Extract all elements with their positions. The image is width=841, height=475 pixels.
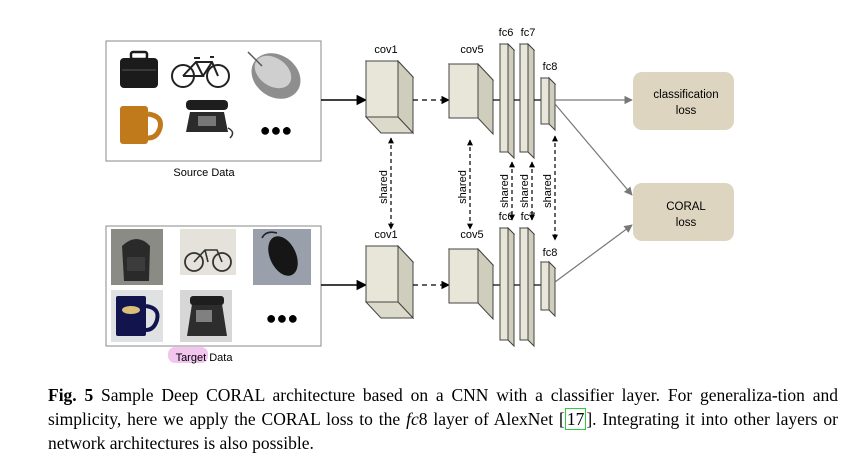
mouse-photo xyxy=(253,229,311,285)
target-cov1-block xyxy=(364,244,415,320)
source-fc6-label: fc6 xyxy=(499,27,514,39)
source-fc8-to-coral-arrow xyxy=(554,103,633,196)
mug-photo xyxy=(111,290,163,342)
target-ellipsis: ●●● xyxy=(266,308,299,328)
caption-text-2: layer of AlexNet xyxy=(427,409,559,429)
caption-text-3: . Integrating it into other layers or ne… xyxy=(48,409,839,453)
coral-loss-box: CORAL loss xyxy=(633,183,734,241)
svg-text:CORAL: CORAL xyxy=(666,201,706,213)
target-fc7-block xyxy=(518,226,536,348)
bicycle-photo xyxy=(180,229,236,275)
caption-label: Fig. 5 xyxy=(48,385,94,405)
svg-text:loss: loss xyxy=(676,217,697,229)
target-fc8-block xyxy=(539,260,557,318)
target-highlight xyxy=(168,347,208,363)
source-data-panel: ●●● xyxy=(105,40,322,162)
mug-icon xyxy=(120,106,163,144)
shared-label-fc6: shared xyxy=(499,174,511,208)
target-fc6-block xyxy=(498,226,516,348)
source-fc6-block xyxy=(498,42,516,160)
bicycle-icon xyxy=(171,56,230,88)
target-cov5-block xyxy=(447,247,495,321)
shared-label-cov5: shared xyxy=(457,170,469,204)
classification-loss-box: classification loss xyxy=(633,72,734,130)
computer-mouse-icon xyxy=(247,51,301,99)
citation-link[interactable]: 17 xyxy=(564,408,587,430)
telephone-icon xyxy=(186,100,234,139)
shared-connectors xyxy=(388,135,558,241)
source-cov5-block xyxy=(447,62,495,136)
svg-text:loss: loss xyxy=(676,105,697,117)
source-cov1-label: cov1 xyxy=(374,44,397,56)
figure-caption: Fig. 5 Sample Deep CORAL architecture ba… xyxy=(48,385,839,453)
source-fc8-label: fc8 xyxy=(543,61,558,73)
caption-text-1: Sample Deep CORAL architecture based on … xyxy=(48,385,838,429)
source-data-label: Source Data xyxy=(173,167,235,179)
deep-coral-diagram: ●●● Source Data xyxy=(105,27,734,364)
shared-label-fc7: shared xyxy=(519,174,531,208)
caption-math: fc xyxy=(406,409,419,429)
target-fc8-to-coral-arrow xyxy=(554,224,633,283)
target-cov5-label: cov5 xyxy=(460,229,483,241)
source-fc7-block xyxy=(518,42,536,160)
backpack-photo xyxy=(111,229,163,285)
svg-text:classification: classification xyxy=(653,89,718,101)
shared-label-cov1: shared xyxy=(378,170,390,204)
source-fc7-label: fc7 xyxy=(521,27,536,39)
source-ellipsis: ●●● xyxy=(260,120,293,140)
target-cov1-label: cov1 xyxy=(374,229,397,241)
briefcase-icon xyxy=(120,50,158,88)
target-data-panel: ●●● xyxy=(105,225,322,347)
source-fc8-block xyxy=(539,76,557,132)
source-cov1-block xyxy=(364,59,415,135)
shared-label-fc8: shared xyxy=(542,174,554,208)
telephone-photo xyxy=(180,290,232,342)
target-fc6-label: fc6 xyxy=(499,211,514,223)
target-fc7-label: fc7 xyxy=(521,211,536,223)
target-data-label: Target Data xyxy=(176,352,234,364)
caption-math-num: 8 xyxy=(418,409,428,429)
target-fc8-label: fc8 xyxy=(543,247,558,259)
source-cov5-label: cov5 xyxy=(460,44,483,56)
